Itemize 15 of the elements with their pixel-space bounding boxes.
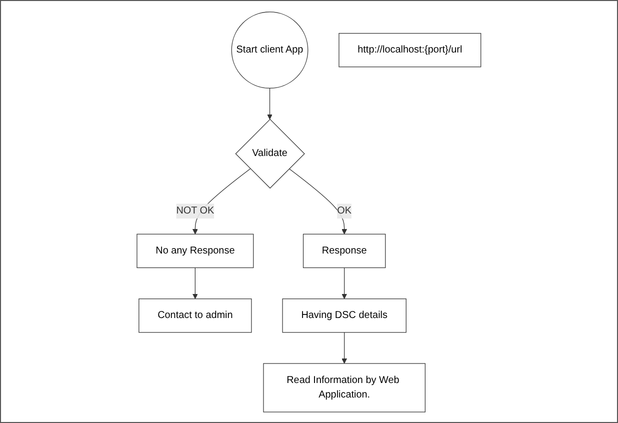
node-box: Response bbox=[303, 233, 386, 268]
edge-label: NOT OK bbox=[176, 205, 214, 216]
node-diamond: Validate bbox=[235, 118, 305, 188]
arrow bbox=[267, 87, 273, 120]
node-box: No any Response bbox=[136, 233, 254, 268]
node-box: http://localhost:{port}/url bbox=[338, 32, 482, 67]
node-box: Contact to admin bbox=[138, 298, 252, 332]
arrow bbox=[288, 168, 348, 234]
arrow bbox=[342, 266, 348, 299]
arrow bbox=[342, 332, 348, 364]
arrow bbox=[192, 266, 198, 299]
node-box: Read Information by Web Application. bbox=[263, 362, 426, 412]
node-circle: Start client App bbox=[231, 11, 308, 88]
edge-label: OK bbox=[337, 205, 352, 216]
node-box: Having DSC details bbox=[282, 298, 407, 332]
